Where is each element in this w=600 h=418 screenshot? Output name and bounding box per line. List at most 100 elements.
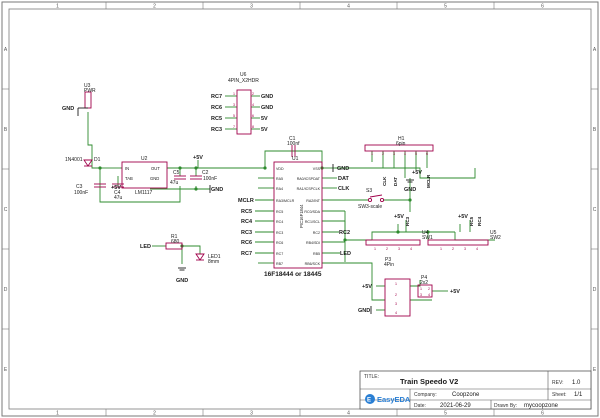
frame-row-label: D (593, 287, 597, 293)
component-labels: U3 PWR D1 1N4001 U2 IN OUT TAB GND LM111… (65, 72, 501, 286)
net-vcc-h1: +5V (412, 170, 422, 176)
frame-column-label: 4 (347, 411, 350, 417)
frame-column-label: 3 (250, 4, 253, 10)
u2-pin-tab: TAB (125, 176, 133, 181)
u2-pin-out: OUT (151, 166, 160, 171)
net-rc3-sw1: RC3 (405, 216, 410, 226)
d1-ref: D1 (94, 157, 101, 163)
ground-symbols (77, 107, 414, 314)
h1-pin-5: 5 (415, 152, 417, 156)
frame-column-label: 5 (444, 411, 447, 417)
net-gnd-u6-1: GND (261, 94, 273, 100)
net-rc7-u6: RC7 (211, 94, 222, 100)
easyeda-logo-mark: E (367, 398, 371, 404)
h1-pin-1: 1 (371, 152, 373, 156)
junctions (98, 166, 430, 248)
u1-ref: U1 (292, 156, 299, 162)
net-rc4-u1: RC4 (241, 219, 253, 225)
frame-row-label: B (593, 127, 597, 133)
net-gnd-u6-2: GND (261, 105, 273, 111)
p3-value: 4Pin (384, 262, 394, 268)
u1-pin-right-8: RB4/SDI (306, 241, 320, 245)
u1-value: PIC16F1844 (299, 204, 304, 228)
net-rc3-u6: RC3 (211, 127, 222, 133)
sw2-value: SW2 (490, 235, 501, 241)
u1-pin-labels: VDD RA5 RA4 RA3/MCLR RC5 RC4 RC3 RC6 RC7… (276, 167, 321, 266)
u6-pin-2: 2 (252, 92, 254, 96)
net-rc5-u6: RC5 (211, 116, 222, 122)
components (83, 89, 489, 317)
net-labels: GND GND +5V +5V GND DAT CLK RC2 LED MCLR… (62, 94, 468, 314)
c5-value: 47u (170, 180, 179, 186)
net-rc2-u1: RC2 (339, 230, 350, 236)
r1-ref: R1 (171, 234, 178, 240)
u3-ref: U3 (84, 83, 91, 89)
net-dat-u1: DAT (338, 176, 350, 182)
drawn-value: mycoopzone (524, 403, 559, 409)
u1-pin-left-1: VDD (276, 167, 284, 171)
net-gnd-u1: GND (337, 166, 349, 172)
net-rc6-u6: RC6 (211, 105, 222, 111)
sw1-switch (365, 239, 421, 246)
net-vcc-u2: +5V (193, 155, 203, 161)
p3-pin-3: 3 (395, 302, 397, 306)
u1-pin-right-2: RA0/ICSPDAT (297, 177, 321, 181)
pin-numbers: 1 2 3 4 5 6 7 8 1 2 3 4 1 2 3 4 1 2 3 4 … (233, 92, 478, 315)
c2-value: 100nF (203, 176, 217, 182)
h1-value: 6pin (396, 141, 406, 147)
easyeda-logo-text: EasyEDA (377, 395, 411, 404)
u1-pin-left-3: RA4 (276, 187, 283, 191)
s3-switch (367, 197, 373, 203)
sw2-switch (427, 239, 489, 246)
net-vcc-sw2: +5V (458, 214, 468, 220)
easyeda-logo-icon (365, 394, 375, 404)
frame-row-label: C (4, 207, 8, 213)
frame-column-label: 1 (56, 411, 59, 417)
p4-value: 2x2 (420, 280, 428, 286)
sw2-pin-3: 3 (464, 247, 466, 251)
p3-pin-4: 4 (395, 311, 397, 315)
s3-value: SW3-scale (358, 204, 382, 210)
u2-pin-gnd: GND (150, 176, 159, 181)
net-dat-h1: DAT (393, 177, 398, 186)
u1-pin-left-5: RC5 (276, 210, 283, 214)
u1-pin-left-10: RB7 (276, 262, 283, 266)
sw1-value: SW1 (422, 235, 433, 241)
u6-pin-8: 8 (252, 125, 254, 129)
net-rc7-u1: RC7 (241, 251, 252, 257)
frame-column-label: 5 (444, 4, 447, 10)
led1-value: 8mm (208, 259, 219, 265)
c5-ref: C5 (173, 170, 180, 176)
p3-connector (384, 278, 411, 317)
title-label: TITLE: (364, 374, 379, 380)
u1-pin-right-10: RB6/SCK (305, 262, 321, 266)
frame-column-label: 1 (56, 4, 59, 10)
net-gnd-h1: GND (404, 187, 416, 193)
net-vcc-p4: +5V (450, 289, 460, 295)
r1-resistor (165, 242, 183, 250)
p4-pin-3: 3 (420, 293, 422, 297)
c2-ref: C2 (202, 170, 209, 176)
sw1-pin-3: 3 (398, 247, 400, 251)
p4-pin-1: 1 (420, 287, 422, 291)
frame-row-label: E (593, 367, 597, 373)
net-vcc-sw1: +5V (394, 214, 404, 220)
p4-pin-4: 4 (428, 293, 430, 297)
u1-pin-right-6: RC1/SCL (305, 220, 320, 224)
company-value: Coopzone (452, 392, 480, 398)
u1-pin-right-5: RC0/SDA (304, 210, 320, 214)
sw2-pin-2: 2 (452, 247, 454, 251)
frame-column-label: 4 (347, 4, 350, 10)
u1-pin-right-9: RB5 (313, 252, 320, 256)
c3-ref: C3 (76, 184, 83, 190)
net-gnd-u3: GND (62, 106, 74, 112)
date-value: 2021-06-29 (440, 403, 471, 409)
u1-pin-left-2: RA5 (276, 177, 283, 181)
net-led-r1: LED (140, 244, 151, 250)
net-rc5-sw2: RC5 (469, 216, 474, 226)
sw2-pin-1: 1 (440, 247, 442, 251)
d1-value: 1N4001 (65, 157, 83, 163)
r1-value: 680 (171, 239, 180, 245)
